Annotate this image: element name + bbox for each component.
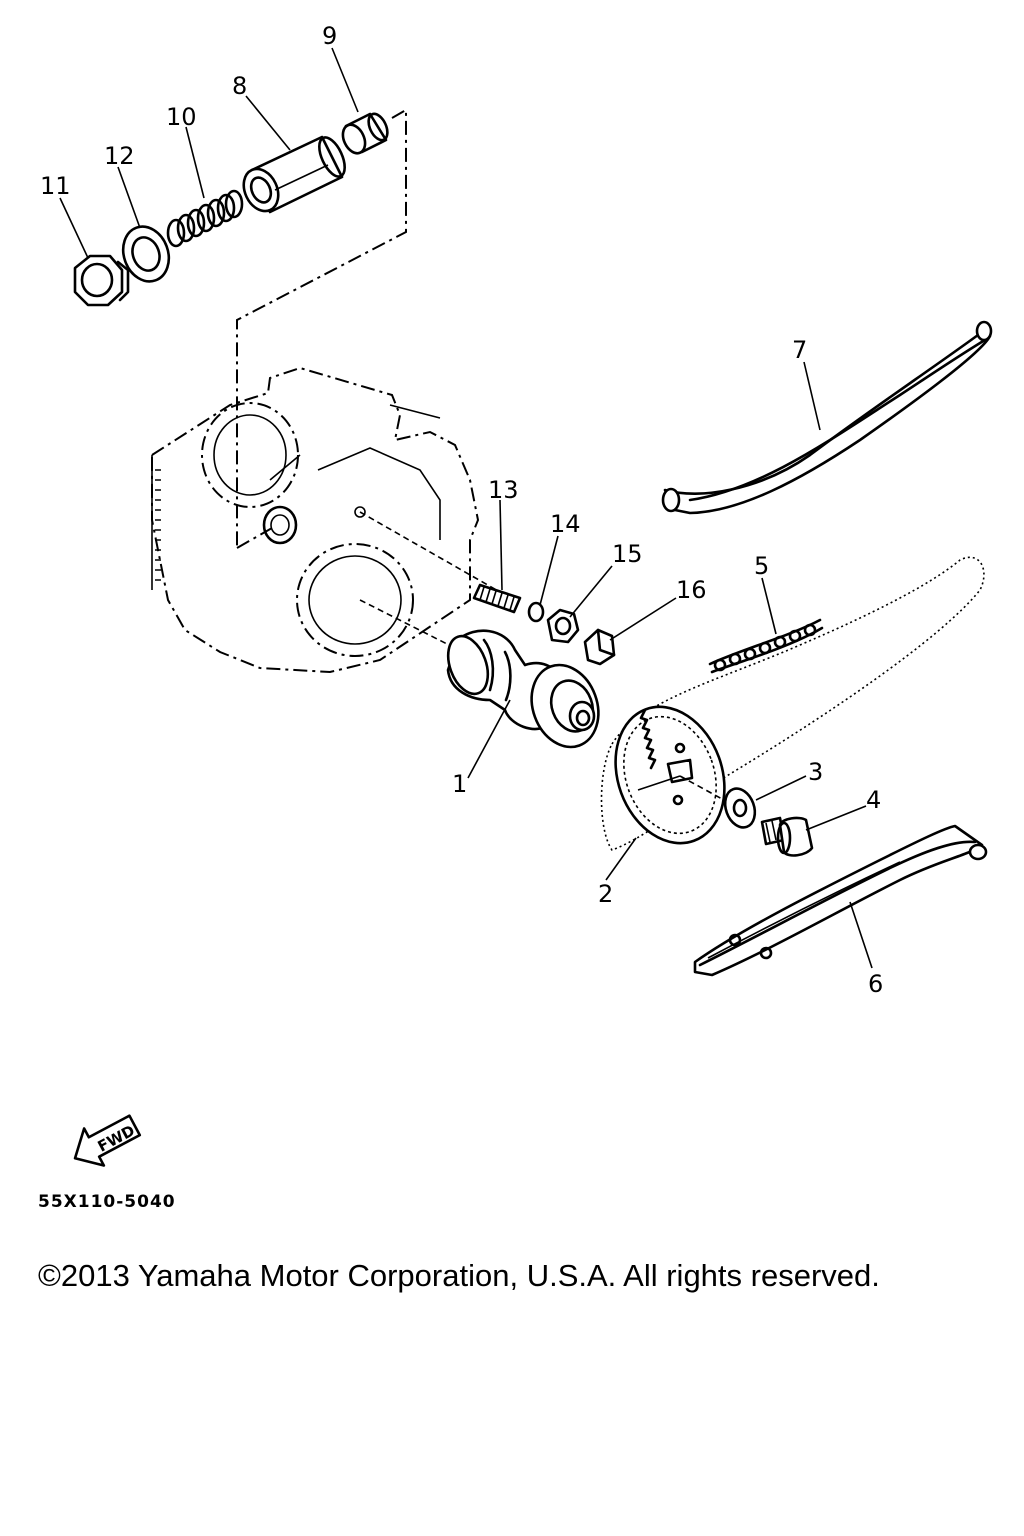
callout-2: 2 xyxy=(598,880,613,908)
part-15-nut xyxy=(546,608,580,644)
part-7-chain-guide-upper xyxy=(661,320,993,515)
callout-1: 1 xyxy=(452,770,467,798)
callout-12: 12 xyxy=(104,142,135,170)
part-code: 55X110-5040 xyxy=(38,1192,176,1212)
callout-8: 8 xyxy=(232,72,247,100)
copyright-notice: ©2013 Yamaha Motor Corporation, U.S.A. A… xyxy=(38,1258,880,1293)
callout-9: 9 xyxy=(322,22,337,50)
part-5-chain xyxy=(600,556,985,851)
callout-13: 13 xyxy=(488,476,519,504)
callout-14: 14 xyxy=(550,510,581,538)
callout-15: 15 xyxy=(612,540,643,568)
part-2-cam-sprocket xyxy=(614,705,736,845)
fwd-arrow-icon: FWD xyxy=(73,1114,142,1167)
cylinder-head xyxy=(151,366,480,674)
leader-lines xyxy=(59,47,873,969)
part-13-stud xyxy=(472,583,522,614)
callout-10: 10 xyxy=(166,103,197,131)
part-16-cap-nut xyxy=(583,628,616,666)
part-11-bolt xyxy=(73,254,130,307)
part-12-gasket xyxy=(121,225,171,283)
callout-3: 3 xyxy=(808,758,823,786)
part-3-washer xyxy=(723,787,757,829)
part-14-o-ring xyxy=(527,601,545,623)
callouts: 1 2 3 4 5 6 7 8 9 10 11 12 13 14 15 16 xyxy=(40,22,883,998)
part-6-chain-guide-lower xyxy=(693,824,988,977)
part-9-cap xyxy=(341,112,389,155)
part-1-camshaft xyxy=(446,629,600,749)
part-10-spring xyxy=(166,189,244,248)
callout-16: 16 xyxy=(676,576,707,604)
part-8-tensioner-rod xyxy=(242,135,346,214)
callout-4: 4 xyxy=(866,786,881,814)
callout-6: 6 xyxy=(868,970,883,998)
callout-11: 11 xyxy=(40,172,71,200)
part-4-bolt xyxy=(760,816,814,857)
callout-7: 7 xyxy=(792,336,807,364)
callout-5: 5 xyxy=(754,552,769,580)
